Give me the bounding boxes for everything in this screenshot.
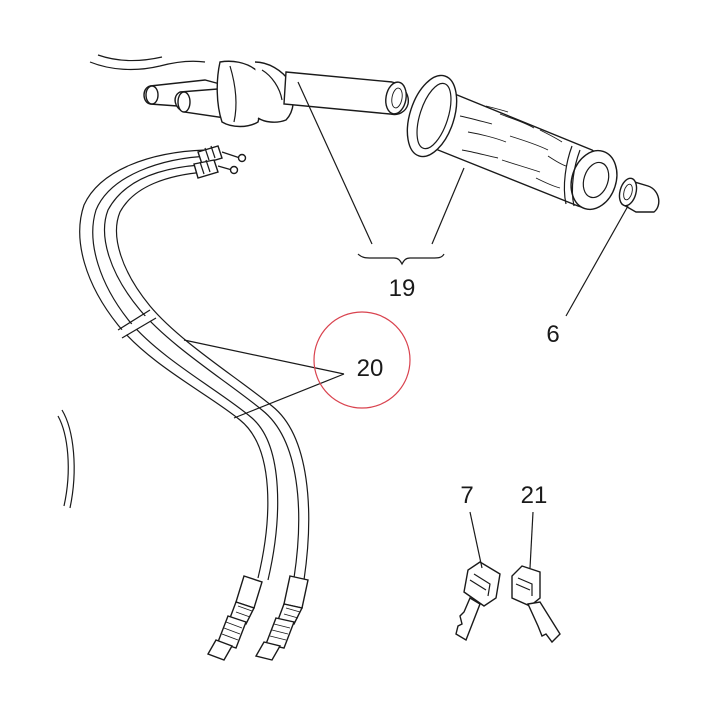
key-right (511, 565, 561, 644)
key-left (455, 561, 501, 642)
lower-cable-adjuster-a (206, 575, 263, 661)
handlebar-tube (283, 71, 409, 116)
lower-cable-adjuster-b (254, 575, 309, 661)
part-label-21: 21 (521, 482, 548, 509)
fairing-edge (57, 409, 75, 509)
handle-grip (406, 74, 618, 211)
upper-cable-end-a (197, 145, 247, 165)
part-label-7: 7 (460, 482, 473, 509)
highlight-circle (313, 311, 411, 409)
throttle-cables (79, 145, 310, 661)
throttle-housing (89, 54, 295, 128)
leader-lines (183, 81, 629, 569)
upper-cable-end-b (193, 159, 239, 179)
end-cap (618, 177, 660, 213)
part-label-20: 20 (357, 355, 384, 382)
part-label-19: 19 (389, 275, 416, 302)
part-label-6: 6 (546, 321, 559, 348)
